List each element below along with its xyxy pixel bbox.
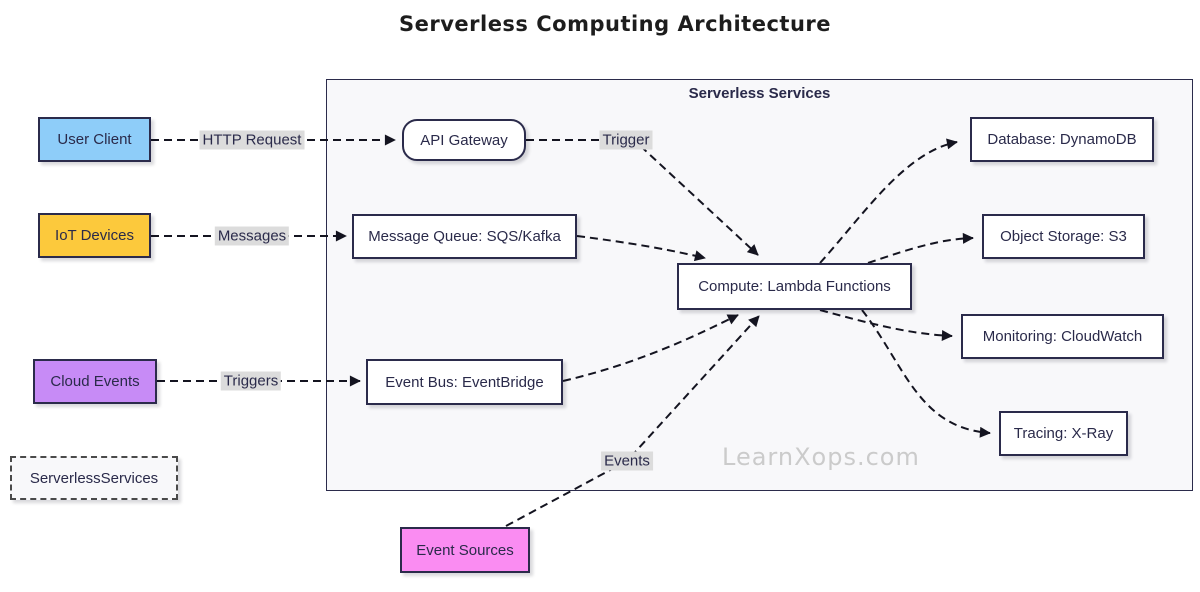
node-message-queue-label: Message Queue: SQS/Kafka (368, 228, 561, 245)
node-object-storage-label: Object Storage: S3 (1000, 228, 1127, 245)
node-iot-devices-label: IoT Devices (55, 227, 134, 244)
node-lambda: Compute: Lambda Functions (677, 263, 912, 310)
node-event-sources-label: Event Sources (416, 541, 514, 559)
node-monitoring-label: Monitoring: CloudWatch (982, 328, 1143, 345)
edge-label-events: Events (601, 451, 653, 471)
container-label: Serverless Services (688, 85, 831, 102)
edge-label-triggers: Triggers (220, 371, 282, 391)
node-object-storage: Object Storage: S3 (982, 214, 1145, 259)
watermark: LearnXops.com (722, 443, 920, 471)
node-monitoring: Monitoring: CloudWatch (961, 314, 1164, 359)
node-user-client: User Client (38, 117, 151, 162)
node-serverless-services-class-label: ServerlessServices (29, 469, 159, 487)
node-api-gateway: API Gateway (402, 119, 526, 161)
node-event-bus: Event Bus: EventBridge (366, 359, 563, 405)
node-iot-devices: IoT Devices (38, 213, 151, 258)
diagram-title: Serverless Computing Architecture (398, 12, 832, 36)
node-cloud-events-label: Cloud Events (50, 373, 140, 390)
edge-label-messages: Messages (214, 226, 290, 246)
node-event-bus-label: Event Bus: EventBridge (385, 373, 544, 391)
node-api-gateway-label: API Gateway (420, 131, 508, 149)
edge-label-http-request: HTTP Request (199, 130, 305, 150)
node-event-sources: Event Sources (400, 527, 530, 573)
node-serverless-services-class: ServerlessServices (10, 456, 178, 500)
node-user-client-label: User Client (57, 131, 132, 148)
node-lambda-label: Compute: Lambda Functions (698, 278, 891, 295)
node-message-queue: Message Queue: SQS/Kafka (352, 214, 577, 259)
node-database-label: Database: DynamoDB (987, 131, 1137, 148)
node-tracing-label: Tracing: X-Ray (1013, 425, 1114, 442)
node-cloud-events: Cloud Events (33, 359, 157, 404)
node-tracing: Tracing: X-Ray (999, 411, 1128, 456)
node-database: Database: DynamoDB (970, 117, 1154, 162)
edge-label-trigger: Trigger (599, 130, 653, 150)
